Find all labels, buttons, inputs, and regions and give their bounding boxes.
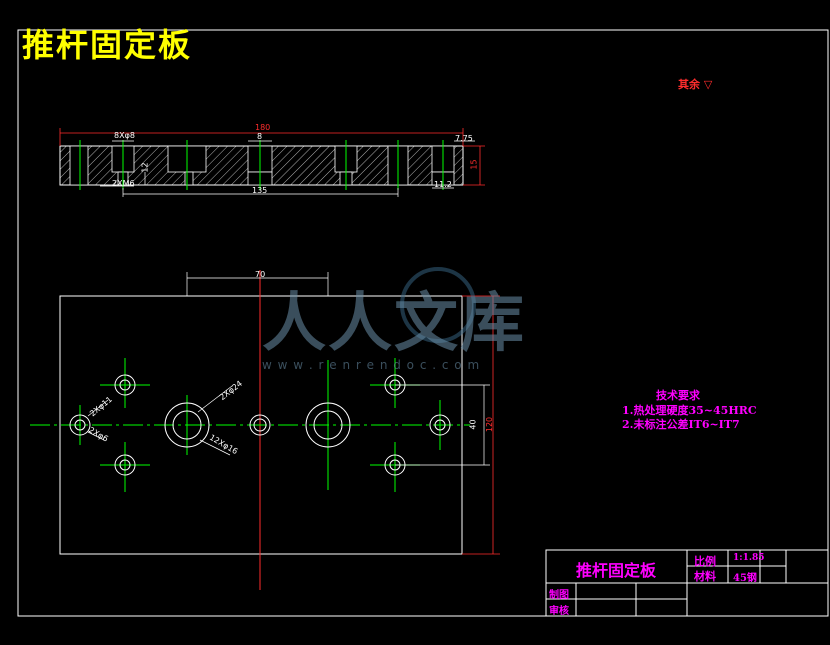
tech-req-item-2: 2.未标注公差IT6~IT7 [622,418,740,431]
tb-scale-label: 比例 [694,555,716,568]
dim-plan-vertical: 40 [468,419,478,430]
section-view [59,128,485,197]
dim-top-bottom-left: 2XM6 [112,179,135,188]
dim-top-overall: 180 [255,123,271,132]
tb-drawn-label: 制图 [549,590,569,601]
tech-req-heading: 技术要求 [656,389,700,402]
dim-top-bottom-right: 11.2 [434,180,452,189]
tech-req-item-1: 1.热处理硬度35~45HRC [622,404,757,417]
dim-top-right: 7.75 [455,134,473,143]
tb-material-label: 材料 [694,570,716,583]
title-block [545,549,829,617]
dim-plan-width: 70 [255,270,266,279]
dim-top-height: 15 [469,159,479,170]
others-note: 其余 ▽ [678,76,712,92]
watermark-emblem [400,267,476,343]
tb-part-name: 推杆固定板 [576,561,657,580]
watermark-url: w w w . r e n r e n d o c . c o m [262,358,481,372]
plan-view [30,270,500,590]
dim-top-center-hole: 8 [257,132,263,141]
others-label: 其余 [678,78,700,91]
drawing-frame [17,29,829,617]
watermark-text: 人人文库 [262,287,526,361]
tb-material-value: 45钢 [733,573,757,584]
dim-top-bottom-span: 135 [252,186,268,195]
surface-finish-icon: ▽ [703,78,713,91]
drawing-title: 推杆固定板 [22,26,193,64]
tb-review-label: 审核 [549,606,569,617]
dim-top-left-hole: 8Xφ8 [114,131,135,140]
dim-plan-height: 120 [485,416,495,433]
tb-scale-value: 1:1.85 [733,553,765,563]
dim-top-depth: 12 [140,162,150,173]
